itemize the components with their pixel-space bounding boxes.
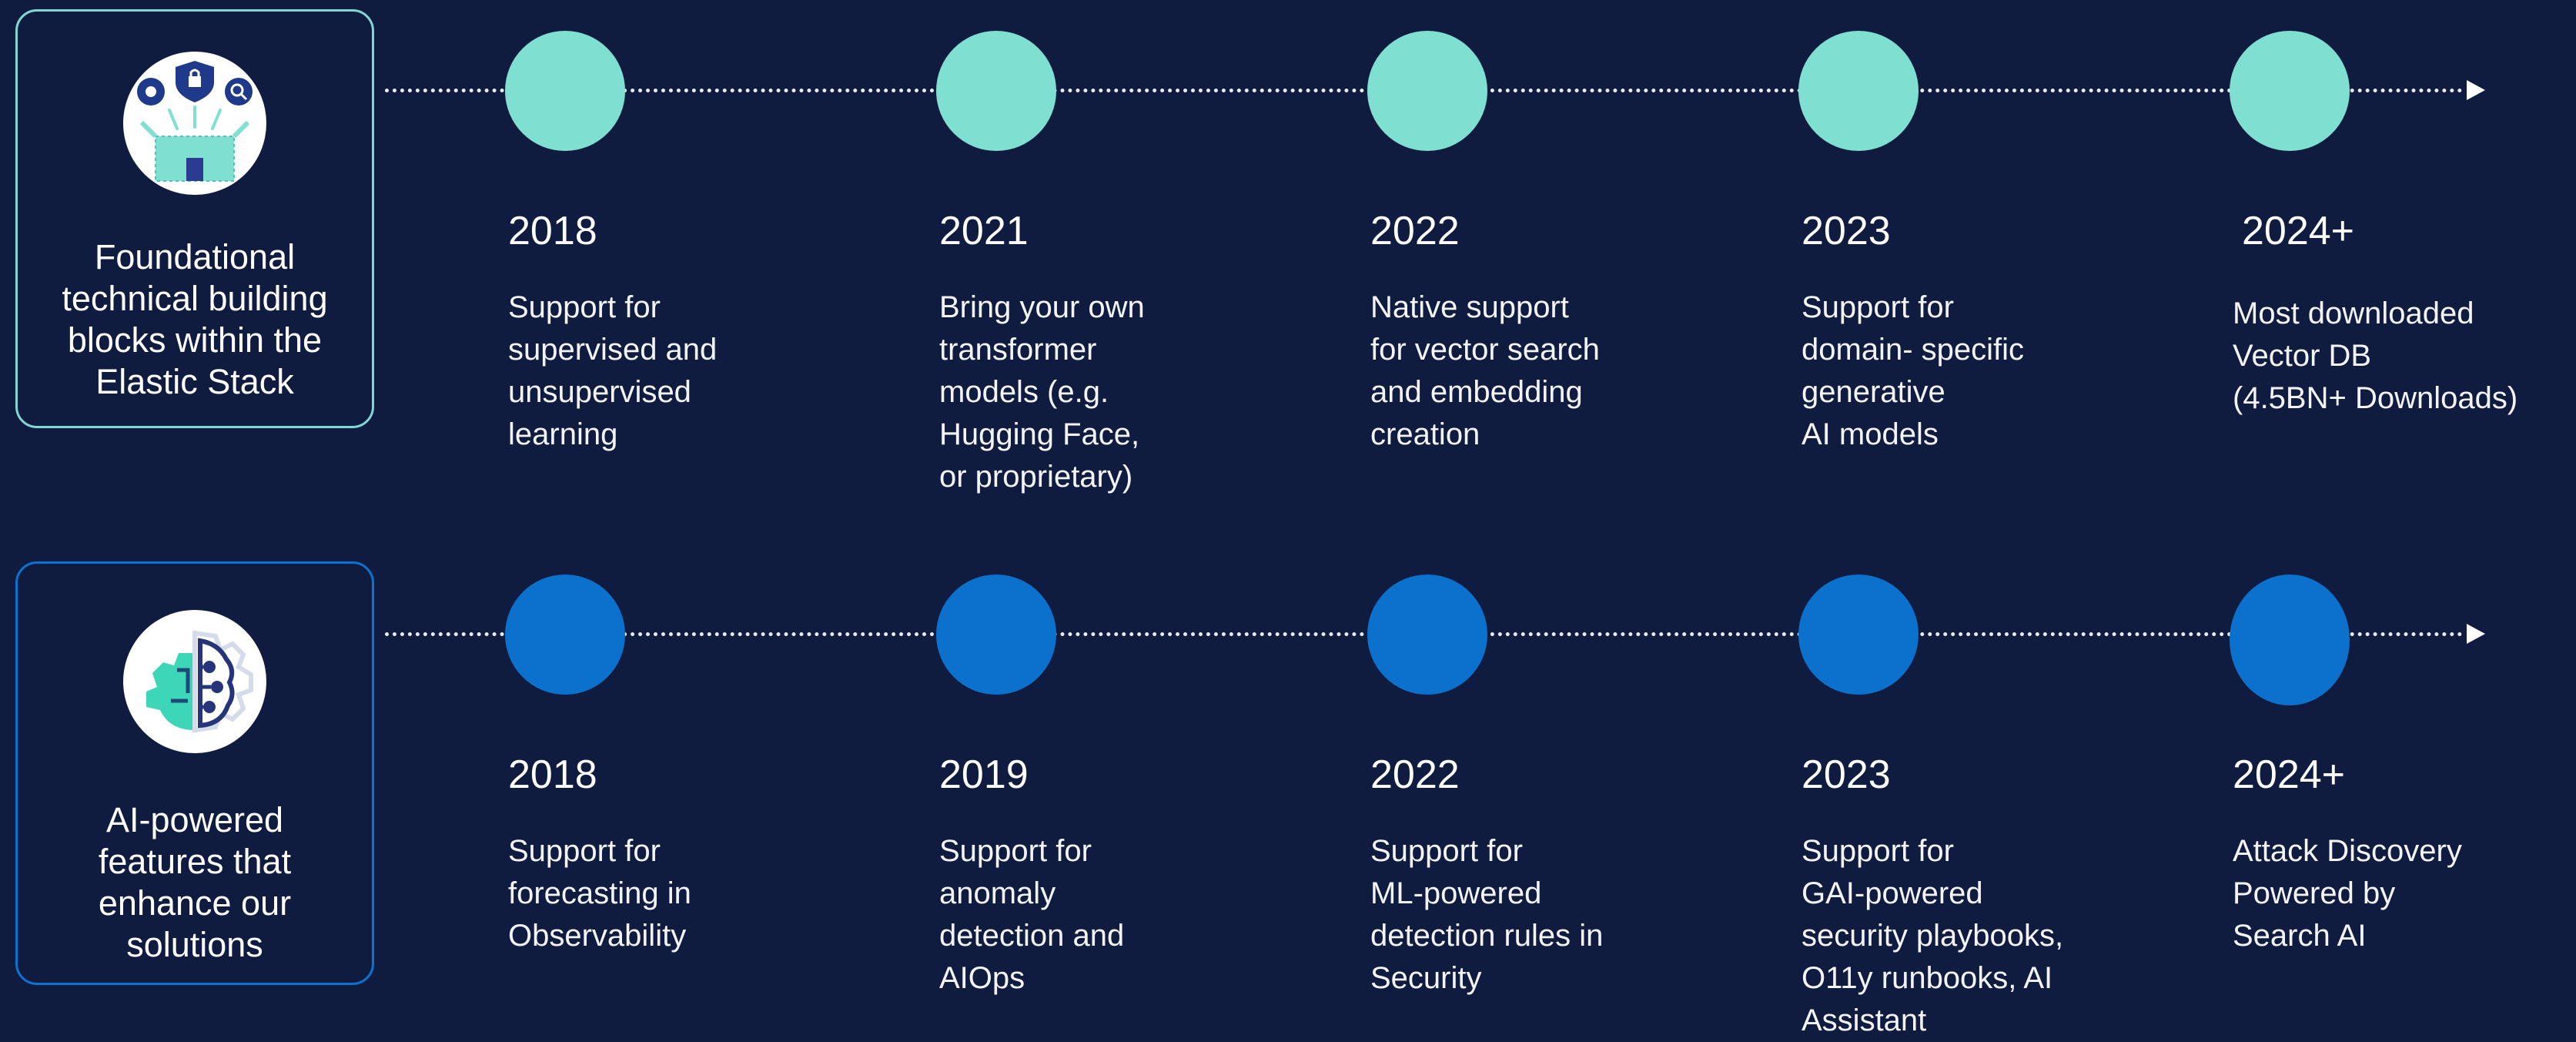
milestone-description: Support for domain- specific generative …: [1802, 290, 2025, 451]
milestone-dot: [1798, 575, 1919, 695]
milestone-dot: [2230, 575, 2350, 705]
milestone-dot: [505, 575, 625, 695]
milestone-dot: [2230, 31, 2350, 151]
milestone-description: Support for forecasting in Observability: [508, 834, 691, 953]
milestone-year: 2022: [1370, 209, 1460, 253]
milestone-year: 2018: [508, 209, 597, 253]
milestone-description: Support for ML-powered detection rules i…: [1370, 834, 1604, 995]
milestone-year: 2024+: [2242, 209, 2355, 253]
milestone-dot: [1367, 575, 1487, 695]
milestone-year: 2018: [508, 752, 597, 797]
milestone-year: 2023: [1802, 752, 1891, 797]
milestone-description: Support for supervised and unsupervised …: [508, 290, 718, 451]
milestone-year: 2022: [1370, 752, 1460, 797]
category-card: Foundational technical building blocks w…: [15, 9, 374, 428]
milestone-dot: [1798, 31, 1919, 151]
category-card: AI-powered features that enhance our sol…: [15, 561, 374, 985]
milestone-description: Attack Discovery Powered by Search AI: [2233, 834, 2462, 953]
timeline-arrow-icon: [2467, 80, 2485, 100]
milestone-description: Native support for vector search and emb…: [1370, 290, 1600, 451]
milestone-year: 2021: [939, 209, 1029, 253]
milestone-description: Support for GAI-powered security playboo…: [1802, 834, 2064, 1037]
milestone-description: Support for anomaly detection and AIOps: [939, 834, 1125, 995]
milestone-dot: [936, 31, 1056, 151]
category-title: AI-powered features that enhance our sol…: [98, 800, 292, 964]
stack-building-blocks-icon: [123, 52, 266, 195]
timeline-arrow-icon: [2467, 624, 2485, 644]
milestone-dot: [1367, 31, 1487, 151]
milestone-description: Bring your own transformer models (e.g. …: [939, 290, 1145, 494]
milestone-dot: [505, 31, 625, 151]
milestone-description: Most downloaded Vector DB (4.5BN+ Downlo…: [2233, 297, 2518, 415]
category-title: Foundational technical building blocks w…: [62, 237, 328, 401]
milestone-year: 2019: [939, 752, 1029, 797]
milestone-year: 2024+: [2233, 752, 2346, 797]
milestone-year: 2023: [1802, 209, 1891, 253]
ai-gear-brain-icon: [123, 610, 266, 753]
milestone-dot: [936, 575, 1056, 695]
